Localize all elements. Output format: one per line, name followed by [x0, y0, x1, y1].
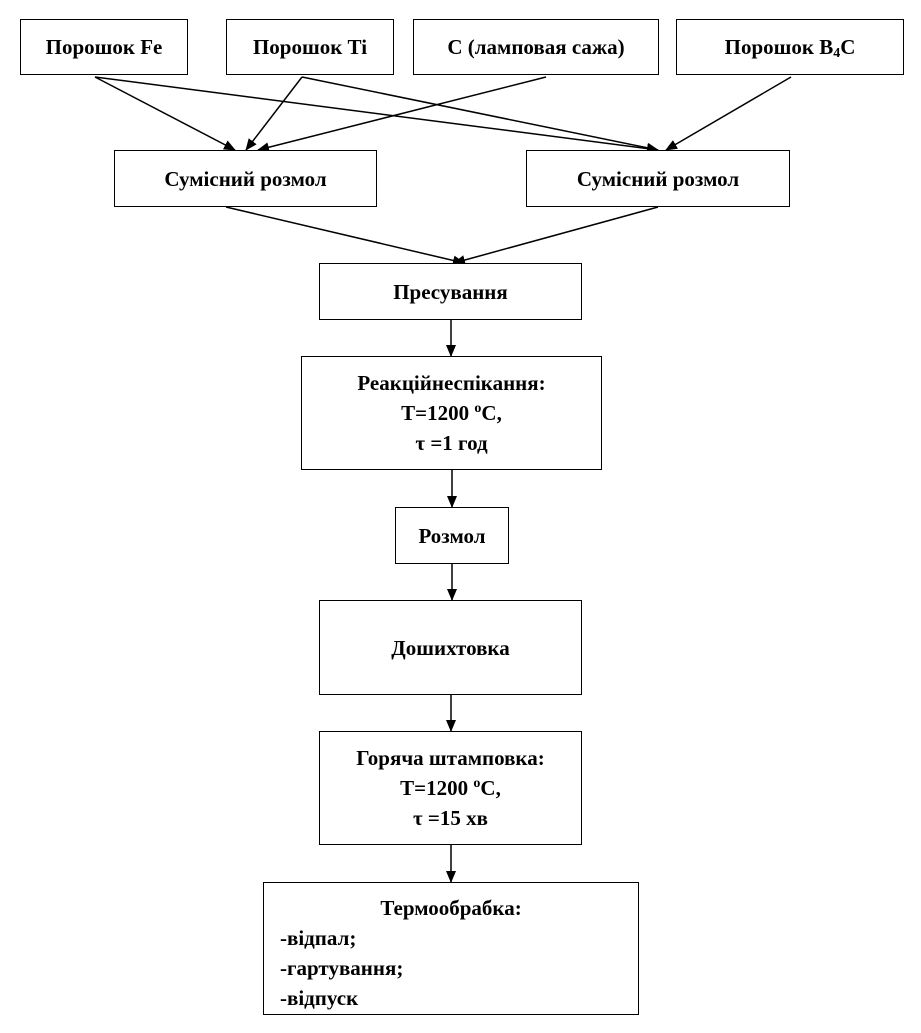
arrow-b4c-to-mill2 [665, 76, 792, 151]
heat-item-hardening: -гартування; [280, 956, 404, 980]
arrow-mill2-to-press [453, 206, 659, 265]
node-hot-stamping: Горяча штамповка: T=1200 oC, τ =15 хв [319, 731, 582, 845]
node-joint-milling-1: Сумісний розмол [114, 150, 377, 207]
node-grind-label: Розмол [418, 523, 486, 548]
arrow-ti-to-mill1 [245, 76, 303, 151]
node-mill1-label: Сумісний розмол [164, 166, 327, 191]
node-additional-mixing: Дошихтовка [319, 600, 582, 695]
node-carbon-label: C (ламповая сажа) [447, 35, 625, 59]
node-heat-treatment: Термообрабка: -відпал; -гартування; -від… [263, 882, 639, 1015]
arrow-fe-to-mill2 [94, 76, 659, 154]
node-fe-powder: Порошок Fe [20, 19, 188, 75]
node-ti-label: Порошок Ti [252, 35, 368, 59]
node-stamp-title: Горяча штамповка: [356, 746, 545, 770]
node-mill2-label: Сумісний розмол [576, 166, 740, 191]
arrow-ti-to-mill2 [301, 76, 659, 153]
node-mix-label: Дошихтовка [391, 635, 510, 660]
node-b4c-label: Порошок B4C [724, 35, 856, 61]
node-press-label: Пресування [393, 279, 508, 304]
node-milling: Розмол [395, 507, 509, 564]
node-fe-label: Порошок Fe [45, 35, 163, 59]
node-carbon-black: C (ламповая сажа) [413, 19, 659, 75]
heat-item-annealing: -відпал; [280, 926, 357, 950]
node-reaction-sintering: Реакційнеспікання: T=1200 oC, τ =1 год [301, 356, 602, 470]
arrow-fe-to-mill1 [94, 76, 236, 151]
node-b4c-powder: Порошок B4C [676, 19, 904, 75]
arrow-mill1-to-press [225, 206, 465, 266]
node-stamp-time: τ =15 хв [413, 806, 488, 830]
node-sinter-temperature: T=1200 oC, [401, 401, 502, 425]
node-joint-milling-2: Сумісний розмол [526, 150, 790, 207]
node-ti-powder: Порошок Ti [226, 19, 394, 75]
edge-group [94, 76, 792, 883]
node-sinter-time: τ =1 год [415, 431, 488, 455]
node-heat-title: Термообрабка: [380, 896, 522, 920]
node-pressing: Пресування [319, 263, 582, 320]
heat-item-tempering: -відпуск [280, 986, 359, 1010]
node-stamp-temperature: T=1200 oC, [400, 776, 501, 800]
node-sinter-title: Реакційнеспікання: [357, 371, 546, 395]
arrow-c-to-mill1 [257, 76, 547, 153]
